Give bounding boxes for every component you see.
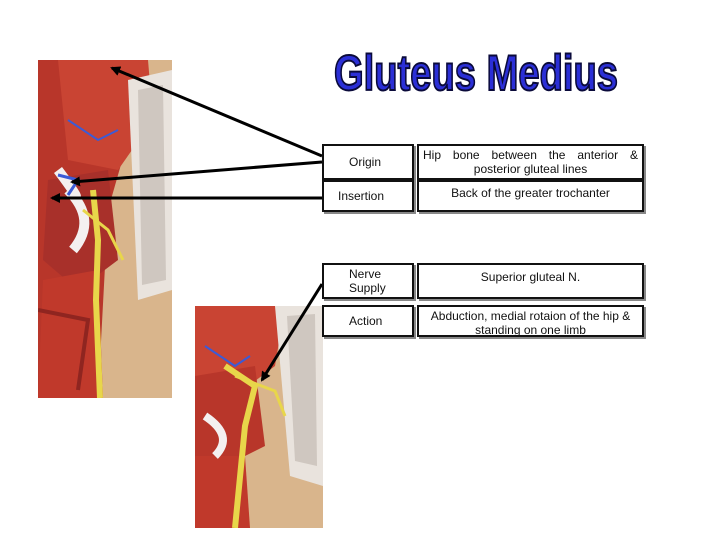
title-text: Gluteus Medius [334, 45, 618, 101]
gluteal-anatomy-illustration-bottom [195, 306, 323, 528]
action-label: Action [322, 305, 414, 337]
row-origin: Origin Hip bone between the anterior & p… [322, 144, 644, 180]
insertion-value: Back of the greater trochanter [417, 180, 644, 212]
row-insertion: Insertion Back of the greater trochanter [322, 180, 644, 212]
arrow-origin-upper [110, 66, 323, 158]
action-value: Abduction, medial rotaion of the hip & s… [417, 305, 644, 337]
gluteal-anatomy-illustration-top [38, 60, 172, 398]
nerve-supply-label: Nerve Supply [322, 263, 414, 299]
origin-label: Origin [322, 144, 414, 180]
arrow-nerve [260, 283, 324, 382]
row-action: Action Abduction, medial rotaion of the … [322, 305, 644, 337]
arrow-origin-lower [70, 160, 323, 187]
slide-title: Gluteus Medius [330, 40, 630, 102]
origin-value: Hip bone between the anterior & posterio… [417, 144, 644, 180]
row-nerve-supply: Nerve Supply Superior gluteal N. [322, 263, 644, 299]
insertion-label: Insertion [322, 180, 414, 212]
nerve-supply-value: Superior gluteal N. [417, 263, 644, 299]
